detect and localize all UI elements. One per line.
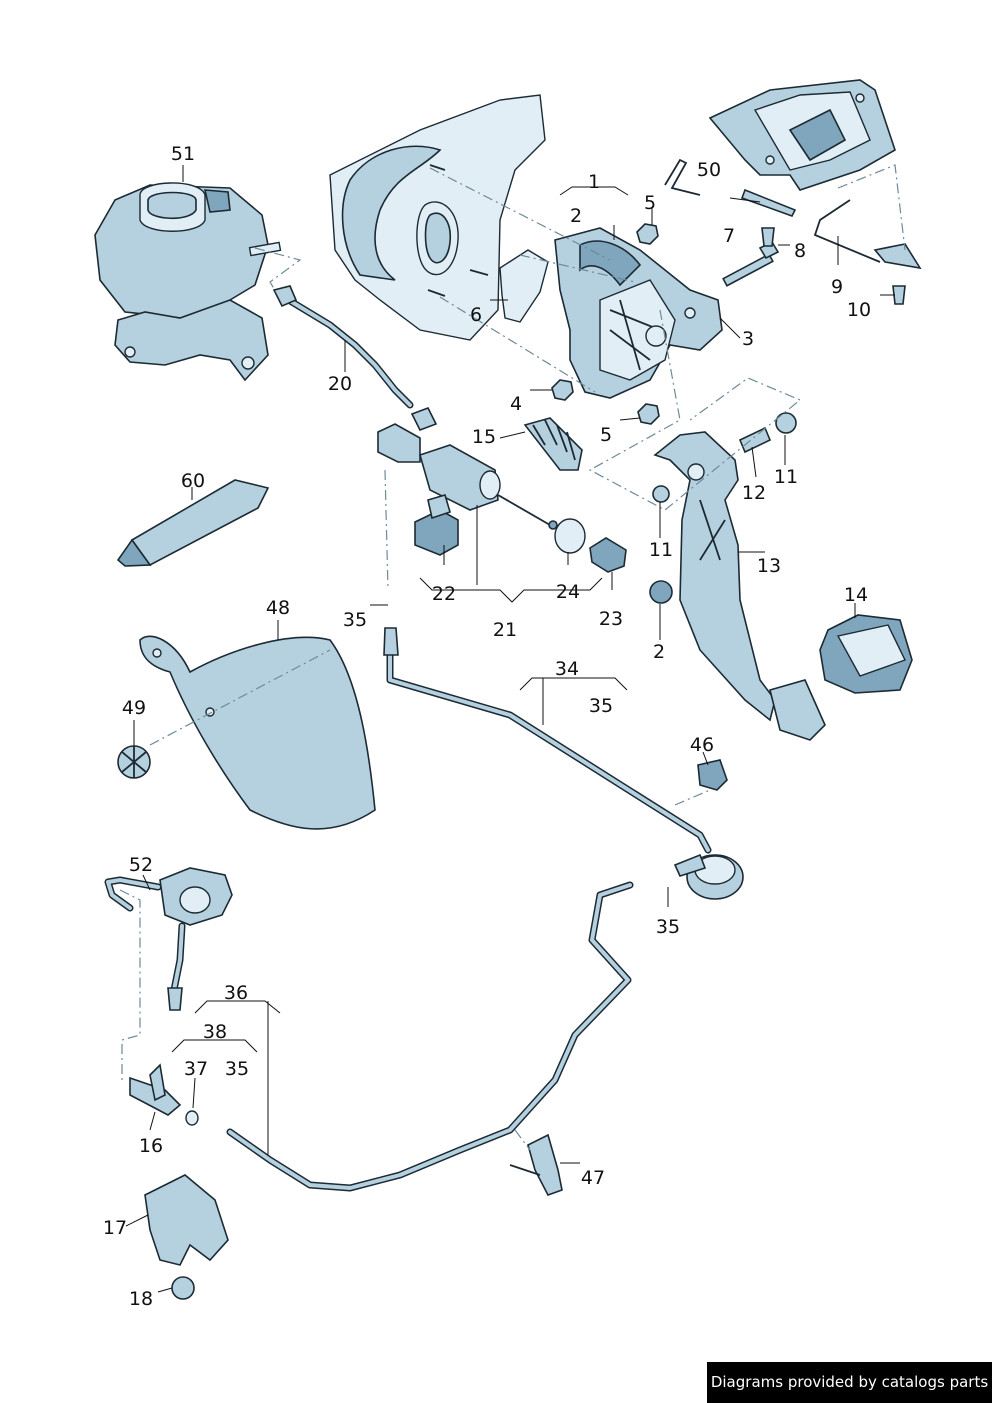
callout-1: 1 <box>588 171 600 193</box>
callout-5-top: 5 <box>644 192 656 214</box>
callout-11-left: 11 <box>649 539 673 561</box>
callout-6: 6 <box>470 304 482 326</box>
callout-11-right: 11 <box>774 466 798 488</box>
pedal-bracket <box>554 227 723 399</box>
callout-24: 24 <box>556 581 580 603</box>
credit-banner: Diagrams provided by catalogs parts <box>707 1362 992 1403</box>
mounting-bracket-50 <box>708 79 896 191</box>
callout-60: 60 <box>181 470 205 492</box>
callout-15: 15 <box>472 426 496 448</box>
nut-4 <box>551 379 574 401</box>
callout-10: 10 <box>847 299 871 321</box>
callout-46: 46 <box>690 734 714 756</box>
slave-cylinder-52 <box>104 867 233 1011</box>
clip-7 <box>664 158 797 217</box>
callout-35-lower: 35 <box>225 1058 249 1080</box>
callout-18: 18 <box>129 1288 153 1310</box>
callout-35-upper: 35 <box>343 609 367 631</box>
callout-7: 7 <box>723 225 735 247</box>
bolt-3 <box>722 240 780 287</box>
grease-tube-60 <box>116 479 270 567</box>
bracket-17 <box>144 1174 229 1266</box>
callout-22: 22 <box>432 583 456 605</box>
bracket-46 <box>697 759 728 791</box>
callout-21: 21 <box>493 619 517 641</box>
callout-36: 36 <box>224 982 248 1004</box>
callout-47: 47 <box>581 1167 605 1189</box>
nut-5-upper <box>636 223 659 245</box>
clutch-master-cylinder-21 <box>377 406 558 530</box>
clutch-line <box>226 627 712 1192</box>
bush-11-lower <box>652 485 670 503</box>
callout-20: 20 <box>328 373 352 395</box>
callout-5-bottom: 5 <box>600 424 612 446</box>
callout-9: 9 <box>831 276 843 298</box>
callout-34: 34 <box>555 658 579 680</box>
clip-37 <box>185 1110 199 1126</box>
callout-13: 13 <box>757 555 781 577</box>
clip-9 <box>813 199 922 270</box>
callout-8: 8 <box>794 240 806 262</box>
pedal-pad-14 <box>819 614 913 694</box>
bush-11-upper <box>775 412 797 434</box>
clip-49 <box>117 745 151 779</box>
callout-51: 51 <box>171 143 195 165</box>
sleeve-12 <box>738 426 772 454</box>
callout-labels: 1 2 5 3 6 4 5 51 20 15 50 7 8 9 10 11 12… <box>103 143 871 1310</box>
firewall-panel <box>329 94 546 341</box>
gasket-6 <box>499 249 549 323</box>
callout-16: 16 <box>139 1135 163 1157</box>
damper-valve <box>673 853 744 900</box>
switch-22 <box>414 494 459 556</box>
callout-35-damper: 35 <box>656 916 680 938</box>
heat-shield-48 <box>139 635 376 830</box>
brake-reservoir-51 <box>94 182 282 382</box>
screw-8 <box>761 227 775 247</box>
callout-49: 49 <box>122 697 146 719</box>
callout-12: 12 <box>742 482 766 504</box>
spring-15 <box>523 417 583 471</box>
callout-38: 38 <box>203 1021 227 1043</box>
screw-10 <box>892 285 906 305</box>
callout-52: 52 <box>129 854 153 876</box>
hose-20 <box>272 285 414 409</box>
o-ring-24 <box>554 518 586 554</box>
callout-48: 48 <box>266 597 290 619</box>
callout-14: 14 <box>844 584 868 606</box>
leader-lines <box>125 165 895 1293</box>
holder-47 <box>509 1133 563 1196</box>
callout-35-line: 35 <box>589 695 613 717</box>
clip-18 <box>171 1276 195 1300</box>
callout-3: 3 <box>742 328 754 350</box>
nut-5-lower <box>637 403 660 425</box>
fitting-16 <box>129 1063 182 1116</box>
callout-37: 37 <box>184 1058 208 1080</box>
callout-2-bottom: 2 <box>653 641 665 663</box>
callout-17: 17 <box>103 1217 127 1239</box>
buffer-2 <box>649 580 673 604</box>
clip-23 <box>589 537 627 573</box>
callout-2-top: 2 <box>570 205 582 227</box>
callout-23: 23 <box>599 608 623 630</box>
callout-4: 4 <box>510 393 522 415</box>
assembly-lines <box>119 164 906 1151</box>
callout-50: 50 <box>697 159 721 181</box>
clutch-pedal-13 <box>653 431 826 741</box>
